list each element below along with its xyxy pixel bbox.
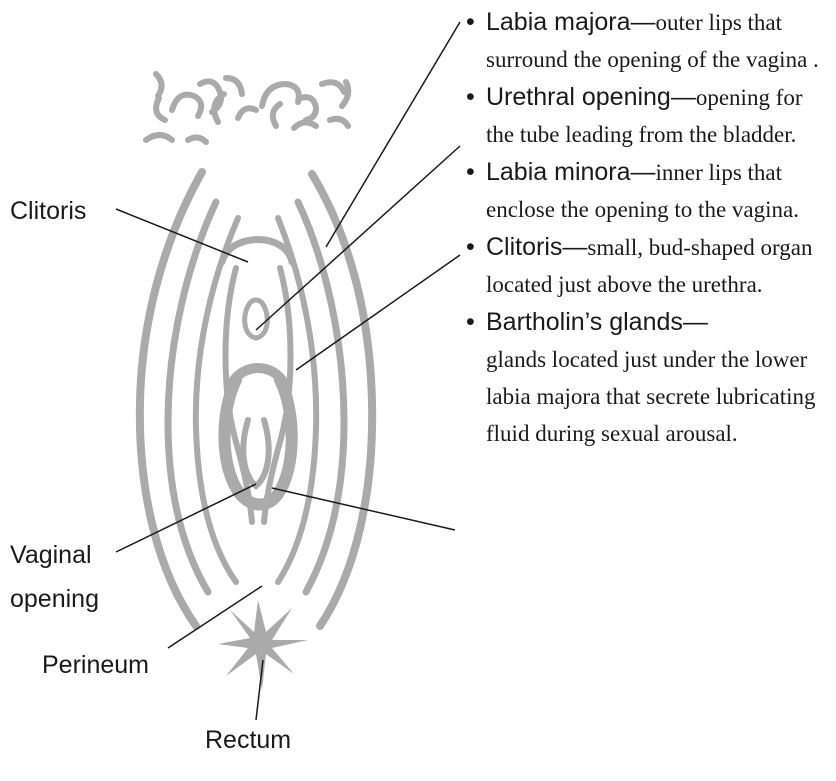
labia-majora-left-mid bbox=[168, 202, 216, 592]
bullet-icon: • bbox=[466, 79, 475, 116]
label-vaginal-opening-line1: Vaginal bbox=[10, 540, 92, 570]
definition-dash: — bbox=[631, 158, 656, 186]
definition-labia-minora: • Labia minora—inner lips that enclose t… bbox=[462, 154, 834, 228]
definition-dash: — bbox=[562, 233, 587, 261]
definition-description: glands located just under the lower labi… bbox=[486, 347, 816, 446]
bullet-icon: • bbox=[466, 4, 475, 41]
label-clitoris: Clitoris bbox=[10, 196, 86, 226]
definition-term: Bartholin’s glands bbox=[486, 308, 683, 336]
vaginal-opening-inner bbox=[243, 420, 268, 486]
label-perineum: Perineum bbox=[42, 650, 149, 680]
definition-term: Labia minora bbox=[486, 158, 631, 186]
definition-dash: — bbox=[631, 8, 656, 36]
definition-term: Clitoris bbox=[486, 233, 562, 261]
labia-majora-right-mid bbox=[298, 202, 344, 592]
definition-term: Urethral opening bbox=[486, 83, 671, 111]
rectum-shape bbox=[218, 600, 308, 690]
urethral-opening bbox=[245, 300, 268, 338]
definition-urethral-opening: • Urethral opening—opening for the tube … bbox=[462, 79, 834, 153]
definition-dash: — bbox=[683, 308, 708, 336]
bullet-icon: • bbox=[466, 304, 475, 341]
vaginal-opening-top bbox=[234, 368, 282, 380]
definition-term: Labia majora bbox=[486, 8, 631, 36]
pubic-hair-strokes bbox=[146, 74, 348, 142]
leader-line-labia-majora bbox=[326, 22, 460, 247]
illustration-strokes bbox=[140, 74, 372, 626]
definition-list: • Labia majora—outer lips that surround … bbox=[462, 4, 834, 453]
definition-clitoris: • Clitoris—small, bud-shaped organ locat… bbox=[462, 229, 834, 303]
label-vaginal-opening-line2: opening bbox=[10, 584, 99, 614]
label-rectum: Rectum bbox=[205, 725, 291, 755]
definition-labia-majora: • Labia majora—outer lips that surround … bbox=[462, 4, 834, 78]
bullet-icon: • bbox=[466, 229, 475, 266]
definition-dash: — bbox=[671, 83, 696, 111]
bullet-icon: • bbox=[466, 154, 475, 191]
definition-bartholins-glands: • Bartholin’s glands— glands located just… bbox=[462, 304, 834, 452]
clitoral-hood bbox=[222, 240, 292, 263]
